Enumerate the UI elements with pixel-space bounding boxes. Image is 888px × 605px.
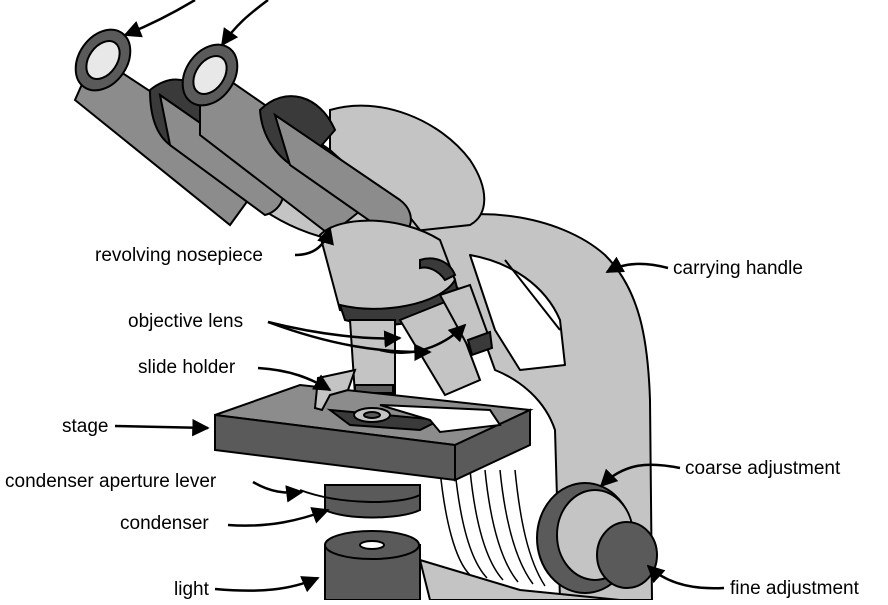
label-condenser: condenser <box>120 513 209 534</box>
label-condenser-aperture-lever: condenser aperture lever <box>5 471 217 492</box>
label-fine-adjustment: fine adjustment <box>730 578 860 599</box>
stage-platform <box>214 383 534 482</box>
light-source <box>324 530 421 601</box>
eyepiece-right <box>181 43 412 237</box>
label-light: light <box>174 579 210 600</box>
label-carrying-handle: carrying handle <box>673 258 803 279</box>
revolving-nosepiece <box>318 219 462 326</box>
label-stage: stage <box>62 416 108 437</box>
label-revolving-nosepiece: revolving nosepiece <box>95 245 263 266</box>
label-objective-lens: objective lens <box>128 311 243 332</box>
fine-adjustment-knob <box>596 521 658 589</box>
label-arrows <box>114 0 725 593</box>
label-slide-holder: slide holder <box>138 357 236 378</box>
label-coarse-adjustment: coarse adjustment <box>685 458 841 479</box>
base-fins <box>439 469 546 587</box>
